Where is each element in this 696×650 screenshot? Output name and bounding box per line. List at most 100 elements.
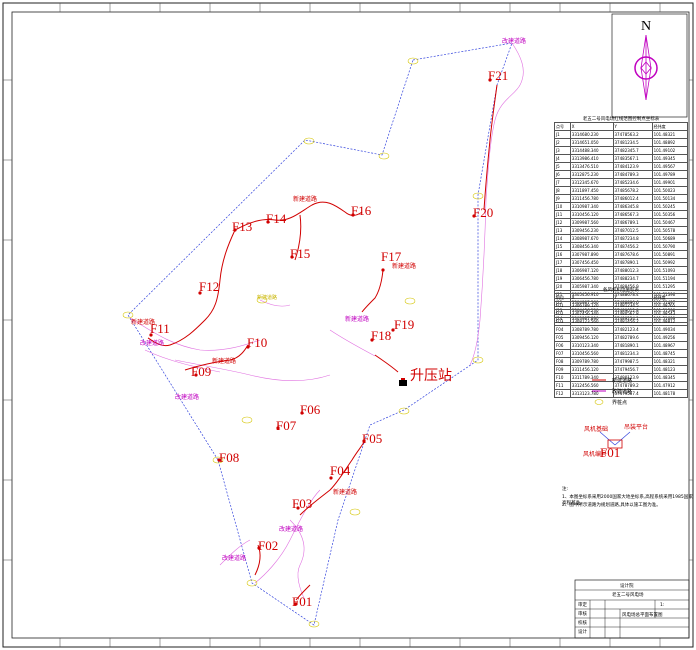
table-cell: 3310456.560: [569, 349, 614, 358]
table-cell: 101.47912: [651, 381, 689, 390]
table-cell: 37487890.1: [612, 258, 653, 267]
table-cell: 101.48812: [651, 317, 689, 326]
table-cell: 37481234.3: [612, 349, 653, 358]
turbine-label: F10: [247, 335, 268, 350]
table-cell: F08: [554, 357, 571, 366]
table-cell: 37478563.2: [612, 130, 653, 139]
table-title: 各风机机位坐标表: [603, 288, 639, 293]
road-label: 改建道路: [279, 526, 304, 533]
table-cell: 101.50023: [651, 186, 689, 195]
table-cell: J2: [554, 138, 571, 147]
turbine-label: F18: [371, 328, 392, 343]
table-cell: F04: [554, 325, 571, 334]
turbine-label: F04: [330, 463, 351, 478]
table-header-cell: X: [569, 293, 614, 302]
road-label: 新建道路: [345, 316, 370, 323]
turbine-label: F03: [292, 496, 313, 511]
table-cell: J12: [554, 218, 571, 227]
table-cell: J9: [554, 194, 571, 203]
table-cell: 3310123.340: [569, 341, 614, 350]
table-cell: F03: [554, 317, 571, 326]
detail-bottom-label: 风机编号: [583, 451, 608, 458]
table-cell: 101.50356: [651, 210, 689, 219]
table-cell: 3308456.340: [569, 242, 614, 251]
table-cell: 3314488.340: [569, 146, 614, 155]
table-cell: 37479456.7: [612, 365, 653, 374]
table-cell: 3310987.340: [569, 202, 614, 211]
road-label: 新建道路: [131, 319, 156, 326]
table-cell: 37487678.6: [612, 250, 653, 259]
table-cell: 101.50992: [651, 258, 689, 267]
table-cell: J3: [554, 146, 571, 155]
legend-new-road: 新建道路: [612, 378, 633, 384]
table-cell: 37483567.1: [612, 154, 653, 163]
table-cell: 3313123.780: [569, 389, 614, 398]
table-cell: J4: [554, 154, 571, 163]
turbine-label: F13: [232, 219, 253, 234]
table-cell: 101.49567: [651, 162, 689, 171]
table-cell: 37488234.7: [612, 274, 653, 283]
table-header-cell: 经纬度: [651, 122, 689, 131]
table-cell: 101.50467: [651, 218, 689, 227]
table-cell: 3311789.340: [569, 373, 614, 382]
table-cell: 37486012.4: [612, 194, 653, 203]
road-label: 改建道路: [222, 555, 247, 562]
table-cell: 101.50891: [651, 250, 689, 259]
table-cell: 101.49789: [651, 170, 689, 179]
legend-boundary-post: 界桩点: [612, 400, 628, 406]
table-cell: 37482789.6: [612, 333, 653, 342]
table-cell: 101.48178: [651, 389, 689, 398]
table-cell: 37485678.2: [612, 186, 653, 195]
table-cell: 101.50134: [651, 194, 689, 203]
table-cell: F11: [554, 381, 571, 390]
table-cell: F05: [554, 333, 571, 342]
table-cell: J13: [554, 226, 571, 235]
table-cell: J19: [554, 274, 571, 283]
turbine-label: F08: [219, 450, 240, 465]
detail-turbine-label: F01: [600, 445, 621, 460]
table-cell: 3311897.450: [569, 186, 614, 195]
table-cell: 101.49901: [651, 178, 689, 187]
turbine-label: F09: [191, 364, 212, 379]
note-line: 1、本图坐标系采用2000国家大地坐标系,高程系统采用1985国家高程基准。: [562, 495, 693, 506]
table-cell: 3312456.560: [569, 381, 614, 390]
turbine-label: F12: [199, 279, 220, 294]
table-cell: 101.48543: [651, 309, 689, 318]
road-label: 改建道路: [140, 340, 165, 347]
table-cell: 101.48892: [651, 138, 689, 147]
table-cell: 37482123.4: [612, 325, 653, 334]
table-cell: 37487012.5: [612, 226, 653, 235]
turbine-label: F14: [266, 211, 287, 226]
table-cell: 37480567.8: [612, 309, 653, 318]
table-cell: 37482345.7: [612, 146, 653, 155]
table-cell: 101.48345: [651, 373, 689, 382]
road-label: 改建道路: [175, 394, 200, 401]
road-label: 新建道路: [293, 196, 318, 203]
table-header-cell: X: [569, 122, 614, 131]
table-cell: F01: [554, 301, 571, 310]
table-header-cell: Y: [612, 122, 653, 131]
table-cell: J8: [554, 186, 571, 195]
road-label: 改建道路: [502, 38, 527, 45]
table-cell: J18: [554, 266, 571, 275]
table-cell: 3308789.780: [569, 325, 614, 334]
table-cell: J1: [554, 130, 571, 139]
table-cell: 3306456.780: [569, 274, 614, 283]
table-cell: 37487456.2: [612, 242, 653, 251]
title-block-role: 校核: [578, 621, 587, 626]
